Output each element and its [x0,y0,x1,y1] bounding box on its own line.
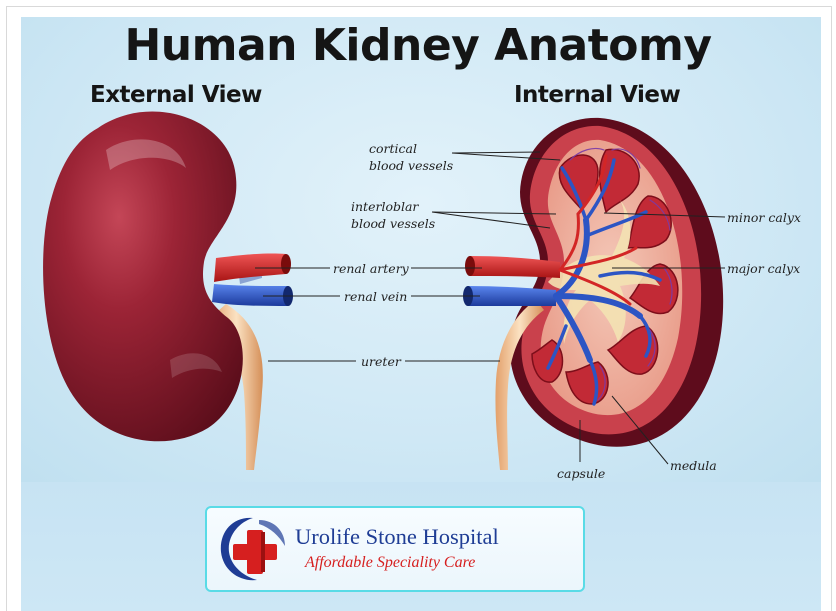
label-cortical-line2: blood vessels [369,157,453,174]
label-interlobular-line1: interloblar [351,198,418,215]
external-renal-vein [212,284,288,306]
label-capsule: capsule [557,465,605,482]
label-interlobular-line2: blood vessels [351,215,435,232]
label-ureter: ureter [361,353,401,370]
hospital-logo-icon [213,510,293,588]
label-renal-vein: renal vein [344,288,407,305]
external-kidney [43,112,293,470]
hospital-logo-box: Urolife Stone Hospital Affordable Specia… [205,506,585,592]
label-major-calyx: major calyx [727,260,800,277]
hospital-tagline: Affordable Speciality Care [305,554,475,572]
hospital-name: Urolife Stone Hospital [295,524,499,550]
internal-kidney [463,118,723,470]
label-cortical-line1: cortical [369,140,417,157]
label-medula: medula [670,457,717,474]
label-minor-calyx: minor calyx [727,209,801,226]
label-renal-artery: renal artery [333,260,409,277]
